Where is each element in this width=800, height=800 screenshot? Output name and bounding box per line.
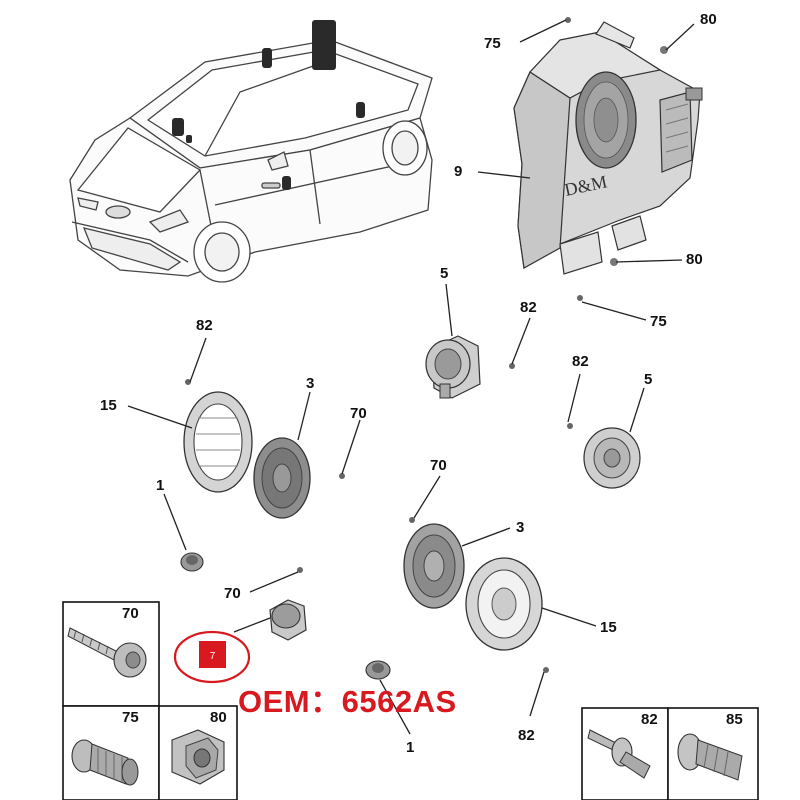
speaker-ring-right: [465, 557, 549, 673]
door-speaker-marker-rear: [356, 102, 365, 118]
push-clip-icon: [677, 733, 743, 781]
tweeter-marker: [186, 135, 192, 143]
speaker-center: [403, 517, 465, 609]
callout-5-right: 5: [644, 371, 652, 388]
speaker-ring-left: [183, 379, 253, 493]
fastener-legend: 70 75 80 82: [62, 601, 759, 800]
connector-part-left: [180, 552, 204, 572]
callout-numbers: 75 80 9 80 75 5 82 82 15 3 70 82 5 1 70 …: [100, 11, 717, 756]
nut-icon: [171, 729, 225, 785]
highlighted-part-7: 7: [173, 630, 251, 684]
legend-label-70: 70: [122, 605, 139, 622]
callout-70-low: 70: [224, 585, 241, 602]
legend-label-82: 82: [641, 711, 658, 728]
highlight-badge: [199, 641, 226, 668]
callout-70-center: 70: [430, 457, 447, 474]
callout-75-top: 75: [484, 35, 501, 52]
tweeter-7: [269, 567, 307, 641]
callout-82-bottom: 82: [518, 727, 535, 744]
callout-7: 7: [210, 651, 216, 662]
highlight-circle: [173, 630, 251, 684]
speaker-left: [253, 437, 345, 519]
callout-15-right: 15: [600, 619, 617, 636]
callout-70-left: 70: [350, 405, 367, 422]
oem-part-number: OEM：6562AS: [238, 684, 457, 719]
car-illustration: [69, 39, 433, 283]
rivet-icon: [587, 729, 651, 779]
callout-1-bottom: 1: [406, 739, 414, 756]
leader-lines: [127, 19, 695, 735]
callout-75-mid: 75: [650, 313, 667, 330]
callout-3-left: 3: [306, 375, 314, 392]
connector-part-bottom: [365, 660, 391, 680]
tweeter-right: [567, 423, 641, 489]
tweeter-upper-left: [425, 335, 515, 399]
legend-label-85: 85: [726, 711, 743, 728]
callout-82-right: 82: [572, 353, 589, 370]
stud-icon: [71, 739, 139, 786]
callout-9: 9: [454, 163, 462, 180]
callout-15-left: 15: [100, 397, 117, 414]
rear-speaker-marker: [262, 48, 272, 68]
screw-icon: [67, 627, 147, 678]
legend-label-80: 80: [210, 709, 227, 726]
callout-5-left: 5: [440, 265, 448, 282]
car-speaker-markers: [172, 20, 365, 190]
door-speaker-marker-front: [282, 176, 291, 190]
callout-82-mid: 82: [520, 299, 537, 316]
callout-1-left: 1: [156, 477, 164, 494]
subwoofer-marker: [312, 20, 336, 70]
subwoofer-enclosure: D&M: [513, 17, 703, 301]
dash-speaker-marker: [172, 118, 184, 136]
callout-3-center: 3: [516, 519, 524, 536]
callout-80-mid: 80: [686, 251, 703, 268]
callout-80-top: 80: [700, 11, 717, 28]
callout-82-left: 82: [196, 317, 213, 334]
legend-label-75: 75: [122, 709, 139, 726]
